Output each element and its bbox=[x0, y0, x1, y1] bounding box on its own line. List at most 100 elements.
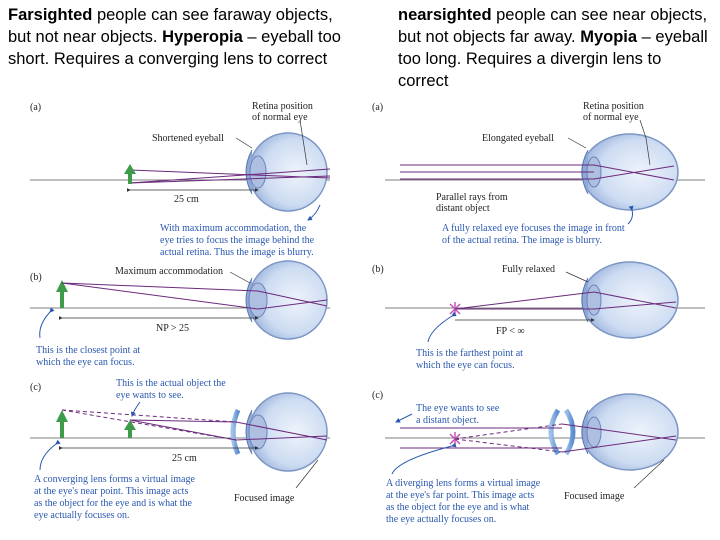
hyperopia-panel-b: (b) Maximum accommodation NP > 25 This i… bbox=[30, 260, 330, 368]
light-ray bbox=[257, 290, 328, 307]
panel-b-distance: NP > 25 bbox=[156, 323, 189, 334]
actual-object-arrow bbox=[124, 420, 136, 438]
light-ray bbox=[593, 291, 677, 309]
hyperopia-panel-c: (c) This is the actual object the bbox=[30, 378, 330, 521]
hyperopia-panel-a: (a) 25 cm Retina position of normal eye … bbox=[30, 101, 331, 258]
light-ray bbox=[257, 299, 328, 310]
panel-c-note-line-3: as the object for the eye and is what th… bbox=[34, 498, 193, 509]
light-ray bbox=[129, 419, 237, 441]
panel-a-label: (a) bbox=[372, 102, 383, 113]
panel-b-label: (b) bbox=[372, 264, 384, 275]
panel-a-note-line-1: A fully relaxed eye focuses the image in… bbox=[442, 223, 625, 234]
panel-c-note-line-2: at the eye's far point. This image acts bbox=[386, 490, 534, 501]
nearsighted-text-1: people can see near objects, but not obj… bbox=[398, 6, 708, 46]
label-pointer bbox=[565, 271, 589, 283]
diverging-lens-front bbox=[563, 408, 576, 456]
panel-a-note-line-2: of the actual retina. The image is blurr… bbox=[442, 235, 602, 246]
panel-b-note-line-1: This is the farthest point at bbox=[416, 348, 523, 359]
focused-image-label: Focused image bbox=[234, 493, 295, 504]
light-ray bbox=[129, 169, 331, 179]
panel-c-object-note-line-2: eye wants to see. bbox=[116, 390, 184, 401]
light-ray bbox=[561, 423, 677, 441]
hyperopia-diagram: (a) 25 cm Retina position of normal eye … bbox=[30, 101, 331, 521]
light-ray bbox=[129, 419, 237, 423]
nearsighted-description: nearsighted people can see near objects,… bbox=[398, 4, 716, 92]
object-arrow bbox=[56, 280, 68, 308]
rays-label-line-1: Parallel rays from bbox=[436, 192, 508, 203]
note-pointer bbox=[427, 311, 457, 343]
label-pointer bbox=[235, 137, 253, 149]
diverging-lens-back bbox=[548, 408, 561, 456]
nearsighted-text-2: – eyeball too long. Requires a divergin … bbox=[398, 28, 708, 90]
label-pointer bbox=[633, 459, 665, 489]
light-ray bbox=[561, 435, 677, 453]
panel-a-note-line-3: actual retina. Thus the image is blurry. bbox=[160, 247, 314, 258]
light-ray bbox=[129, 168, 331, 184]
panel-c-distance: 25 cm bbox=[172, 453, 197, 464]
panel-b-note-line-2: which the eye can focus. bbox=[36, 357, 135, 368]
light-ray bbox=[61, 282, 259, 292]
panel-a-distance: 25 cm bbox=[174, 194, 199, 205]
note-pointer bbox=[395, 413, 413, 423]
myopia-term: Myopia bbox=[580, 28, 638, 46]
rays-label-line-2: distant object bbox=[436, 203, 490, 214]
note-pointer bbox=[39, 439, 61, 471]
nearsighted-term: nearsighted bbox=[398, 6, 492, 24]
panel-c-note-line-3: as the object for the eye and is what bbox=[386, 502, 530, 513]
virtual-ray bbox=[454, 423, 563, 440]
retina-pointer bbox=[639, 119, 651, 166]
panel-b-note-line-2: which the eye can focus. bbox=[416, 360, 515, 371]
myopia-diagram: (a) Retina position of normal eye Elonga… bbox=[372, 101, 705, 525]
converging-lens bbox=[230, 408, 241, 456]
label-pointer bbox=[295, 459, 319, 489]
light-ray bbox=[61, 282, 259, 310]
farsighted-term: Farsighted bbox=[8, 6, 93, 24]
panel-c-object-note-line-1: The eye wants to see bbox=[416, 403, 500, 414]
farsighted-text-1: people can see faraway objects, but not … bbox=[8, 6, 333, 46]
virtual-ray bbox=[454, 438, 563, 453]
note-pointer bbox=[391, 442, 457, 475]
panel-a-note-line-1: With maximum accommodation, the bbox=[160, 223, 307, 234]
label-pointer bbox=[567, 137, 587, 149]
light-ray bbox=[454, 291, 595, 310]
retina-label-line-1: Retina position bbox=[252, 101, 313, 112]
panel-b-label: (b) bbox=[30, 272, 42, 283]
panel-c-label: (c) bbox=[372, 390, 383, 401]
light-ray bbox=[235, 435, 328, 441]
panel-b-note-line-1: This is the closest point at bbox=[36, 345, 140, 356]
panel-c-note-line-4: the eye actually focuses on. bbox=[386, 514, 496, 525]
retina-label-line-2: of normal eye bbox=[252, 112, 308, 123]
note-pointer bbox=[130, 401, 141, 417]
panel-b-distance: FP < ∞ bbox=[496, 326, 525, 337]
light-ray bbox=[593, 301, 677, 310]
eyeball bbox=[581, 261, 679, 339]
myopia-panel-b: (b) Fully relaxed FP < ∞ This is the far… bbox=[372, 261, 705, 371]
panel-c-object-note-line-1: This is the actual object the bbox=[116, 378, 226, 389]
retina-pointer bbox=[299, 119, 308, 166]
panel-c-note-line-1: A diverging lens forms a virtual image bbox=[386, 478, 541, 489]
retina-label-line-1: Retina position bbox=[583, 101, 644, 112]
panel-c-label: (c) bbox=[30, 382, 41, 393]
farsighted-text-2: – eyeball too short. Requires a convergi… bbox=[8, 28, 341, 68]
shortened-eyeball-label: Shortened eyeball bbox=[152, 133, 224, 144]
panel-c-object-note-line-2: a distant object. bbox=[416, 415, 479, 426]
label-pointer bbox=[229, 271, 251, 284]
panel-c-note-line-2: at the eye's near point. This image acts bbox=[34, 486, 188, 497]
elongated-eyeball-label: Elongated eyeball bbox=[482, 133, 554, 144]
panel-a-label: (a) bbox=[30, 102, 41, 113]
maximum-accommodation-label: Maximum accommodation bbox=[115, 266, 223, 277]
note-pointer bbox=[627, 205, 634, 225]
myopia-panel-c: (c) The eye wants to see a distant o bbox=[372, 390, 705, 525]
focused-image-label: Focused image bbox=[564, 491, 625, 502]
light-ray bbox=[593, 165, 675, 180]
myopia-panel-a: (a) Retina position of normal eye Elonga… bbox=[372, 101, 705, 246]
object-arrow bbox=[124, 164, 136, 184]
eyeball bbox=[581, 393, 679, 471]
hyperopia-term: Hyperopia bbox=[162, 28, 243, 46]
retina-label-line-2: of normal eye bbox=[583, 112, 639, 123]
note-pointer bbox=[307, 204, 321, 221]
note-pointer bbox=[39, 307, 55, 339]
panel-c-note-line-4: eye actually focuses on. bbox=[34, 510, 130, 521]
farsighted-description: Farsighted people can see faraway object… bbox=[8, 4, 358, 70]
